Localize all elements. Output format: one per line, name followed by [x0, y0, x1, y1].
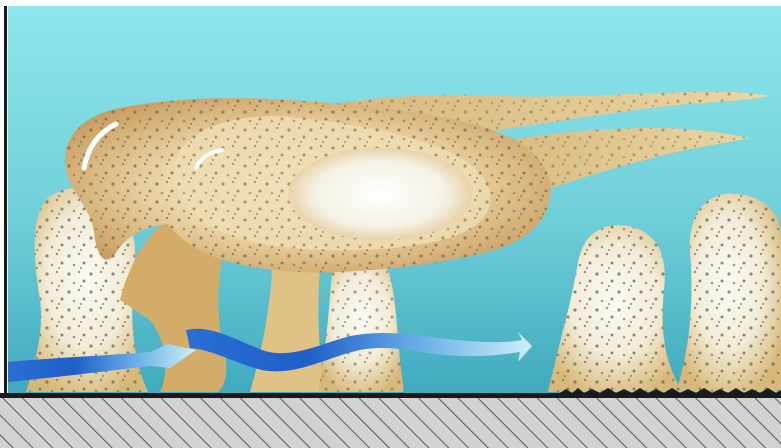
bright-core [288, 148, 472, 240]
left-frame-line [4, 6, 7, 406]
ground-hatch [0, 398, 781, 448]
ground [0, 388, 781, 448]
